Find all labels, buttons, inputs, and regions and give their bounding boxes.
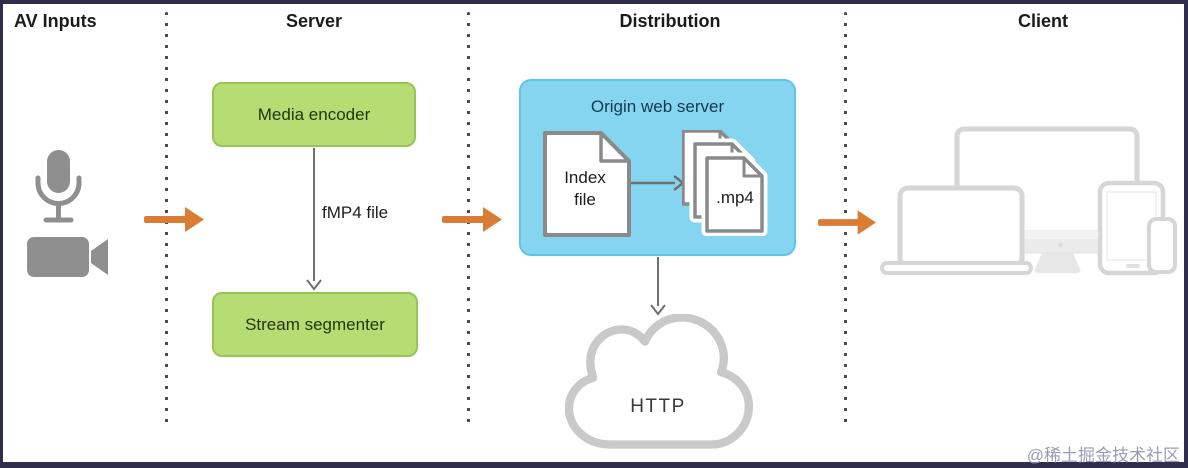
cloud-icon — [564, 314, 754, 449]
arrow-down-icon — [306, 148, 322, 291]
laptop-icon — [880, 185, 1033, 275]
fmp4-edge-label: fMP4 file — [322, 203, 389, 222]
media-encoder-node: Media encoder — [212, 82, 416, 147]
origin-web-server-label: Origin web server — [590, 97, 725, 116]
arrow-right-small-icon — [631, 175, 685, 191]
column-title-server: Server — [285, 11, 343, 31]
arrow-right-icon — [442, 207, 502, 232]
arrow-right-icon — [144, 207, 204, 232]
stacked-mp4-documents-icon — [682, 130, 768, 236]
arrow-down-icon — [650, 257, 666, 316]
index-file-label: Index file — [564, 168, 606, 210]
desktop-monitor-icon — [1022, 230, 1099, 273]
index-file-document-icon — [543, 131, 631, 237]
arrow-right-icon — [818, 210, 876, 235]
media-encoder-label: Media encoder — [257, 104, 371, 124]
mp4-label: .mp4 — [716, 188, 754, 207]
client-devices-icon — [880, 126, 1177, 276]
column-title-client: Client — [1017, 11, 1069, 31]
http-cloud-label: HTTP — [630, 396, 686, 417]
phone-icon — [1147, 217, 1177, 274]
stream-segmenter-label: Stream segmenter — [245, 314, 385, 334]
video-camera-icon — [27, 237, 108, 277]
column-title-distribution: Distribution — [619, 11, 721, 31]
column-title-av-inputs: AV Inputs — [14, 11, 97, 31]
microphone-icon — [35, 150, 82, 223]
watermark: @稀土掘金技术社区 — [1026, 446, 1180, 465]
stream-segmenter-node: Stream segmenter — [212, 292, 418, 357]
